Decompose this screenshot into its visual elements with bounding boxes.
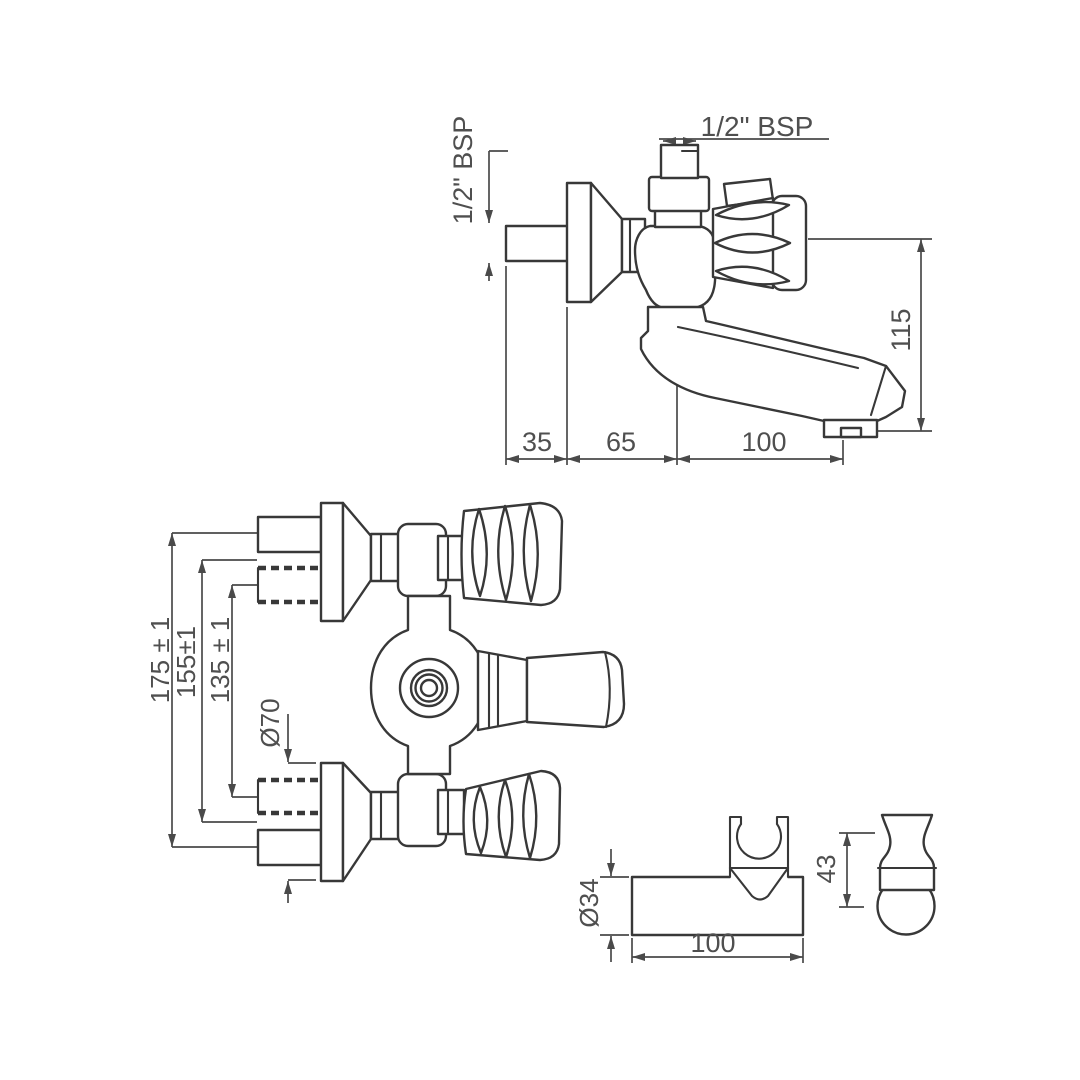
bracket-dimensions — [600, 832, 875, 963]
label-dim-115: 115 — [886, 308, 916, 351]
spout — [639, 305, 907, 423]
label-dim-155: 155±1 — [171, 626, 201, 698]
bracket-front — [630, 815, 805, 937]
knob-flute — [714, 265, 791, 286]
bracket-view: Ø34 100 43 — [574, 813, 938, 963]
diverter-collar-ridges — [487, 651, 500, 730]
wall-flange-cone — [589, 181, 624, 304]
label-dim-135: 135 ± 1 — [205, 617, 235, 704]
knob-flute — [472, 785, 489, 855]
flange-nut — [369, 532, 401, 583]
knob-flute — [497, 778, 514, 859]
diverter-cap-seam — [603, 650, 611, 729]
spout-tip-facet-line — [869, 364, 888, 417]
flange-nut — [369, 790, 401, 841]
knob-flute — [497, 504, 514, 602]
bracket-side — [876, 813, 938, 936]
diverter-knob — [525, 650, 626, 729]
knob-flute — [522, 503, 539, 603]
inlet-leg-pipe — [256, 515, 323, 554]
clip-fill — [730, 866, 788, 903]
label-dim-43: 43 — [811, 855, 841, 884]
riser-neck — [653, 208, 703, 229]
side-view: 1/2" BSP 1/2" BSP 115 35 65 100 — [448, 111, 932, 465]
label-dim-100b: 100 — [690, 928, 735, 958]
knob-flute — [713, 232, 792, 254]
label-dim-35: 35 — [522, 427, 552, 457]
spout-top-edge-line — [676, 325, 860, 370]
knob-neck — [436, 788, 466, 836]
riser-nut — [647, 175, 711, 213]
front-view-faucet — [256, 501, 626, 883]
label-dim-dia70: Ø70 — [255, 698, 285, 747]
threaded-leg-fill — [258, 568, 321, 602]
wall-flange-plate — [565, 181, 593, 304]
aerator-notch — [839, 426, 863, 439]
label-bsp-top: 1/2" BSP — [701, 111, 814, 142]
label-dim-100: 100 — [741, 427, 786, 457]
wall-flange-plate — [319, 761, 345, 883]
threaded-leg-fill — [258, 780, 321, 813]
knob-flute — [522, 772, 538, 860]
wall-flange-cone — [341, 501, 373, 623]
front-view-dimensions — [168, 532, 316, 903]
inlet-pipe — [504, 224, 570, 263]
label-bsp-inlet: 1/2" BSP — [448, 116, 478, 225]
knob-flute — [471, 507, 488, 598]
diverter-collar — [476, 649, 529, 732]
label-dim-dia34: Ø34 — [574, 878, 604, 927]
front-view: 175 ± 1 155±1 135 ± 1 Ø70 — [145, 501, 626, 903]
top-thread-stub — [659, 143, 700, 180]
label-dim-65: 65 — [606, 427, 636, 457]
label-dim-175: 175 ± 1 — [145, 617, 175, 704]
wall-flange-plate — [319, 501, 345, 623]
pivot-hole — [419, 678, 439, 698]
knob-flute — [714, 200, 791, 221]
threaded-leg-pipe — [258, 565, 321, 605]
valve-body — [633, 224, 717, 310]
wall-flange-cone — [341, 761, 373, 883]
side-view-faucet — [504, 143, 907, 439]
knob-neck — [436, 534, 466, 582]
threaded-leg-pipe — [258, 777, 321, 816]
clip-outline — [728, 815, 790, 879]
inlet-leg-pipe — [256, 828, 323, 867]
clip-vee — [728, 866, 790, 901]
clip-cradle-arc — [736, 822, 782, 860]
bracket-side-profile — [878, 813, 936, 892]
